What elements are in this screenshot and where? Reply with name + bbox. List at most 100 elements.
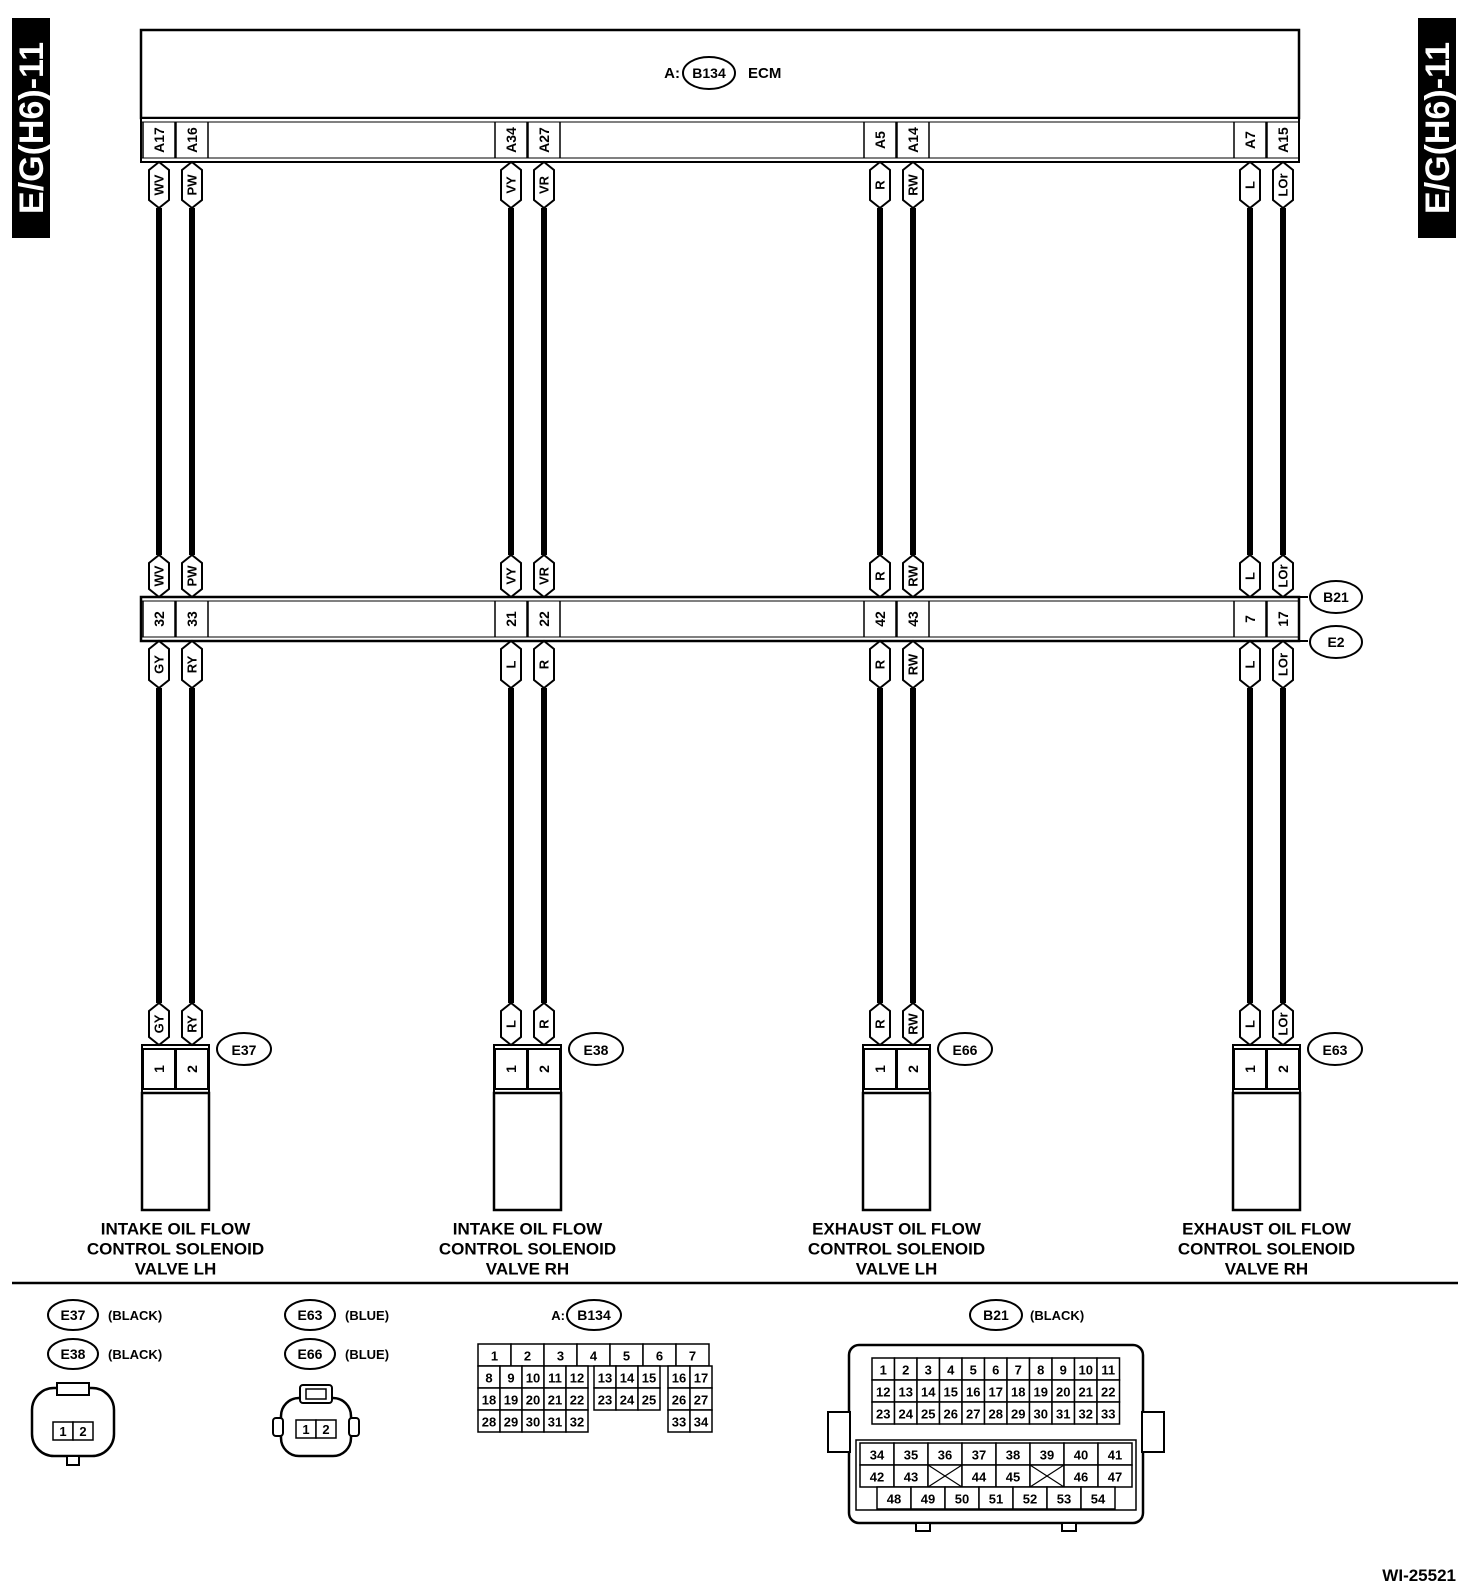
ecm-wire-color-tag-text: RW <box>906 174 921 196</box>
e2-wire-color-tag: GY <box>148 639 170 690</box>
ecm-wire-color-tag: RW <box>902 160 924 210</box>
device-connector-oval <box>568 1032 624 1066</box>
device-connector-label: E37 <box>232 1042 257 1058</box>
ecm-wire-color-tag-text: L <box>1243 181 1258 189</box>
legend-e63-label: E63 <box>298 1307 323 1323</box>
b21-face-pin: 7 <box>1015 1363 1022 1378</box>
b21-face-pin: 29 <box>1011 1407 1025 1422</box>
b21-face-pin: 13 <box>899 1385 913 1400</box>
device-wire-color-tag-text: R <box>873 1019 888 1029</box>
b21-face-pin: 26 <box>944 1407 958 1422</box>
e2-wire-color-tag: L <box>1239 639 1261 690</box>
b134-face-pin: 2 <box>524 1349 531 1364</box>
legend-b134-prefix: A: <box>551 1308 565 1323</box>
ecm-wire-color-tag: VR <box>533 160 555 210</box>
device-wire-color-tag-text: RW <box>906 1013 921 1035</box>
b134-face-pin: 18 <box>482 1393 496 1408</box>
device-pin-label: 2 <box>905 1065 921 1073</box>
connector-face-e63-e66: 1 2 <box>272 1384 360 1458</box>
device-pin-label: 1 <box>1242 1065 1258 1073</box>
b21-face-pin: 28 <box>989 1407 1003 1422</box>
b21-face-pin: 21 <box>1079 1385 1093 1400</box>
solenoid-valve-body <box>1231 1091 1302 1212</box>
b134-face-pin: 32 <box>570 1415 584 1430</box>
device-pin-label: 2 <box>536 1065 552 1073</box>
b21-face-pin: 48 <box>887 1492 901 1507</box>
b21-face-pin: 5 <box>970 1363 977 1378</box>
b21-face-pin: 49 <box>921 1492 935 1507</box>
b21-wire-color-tag-text: RW <box>906 565 921 587</box>
device-caption-line-3: VALVE RH <box>486 1260 569 1279</box>
b21-connector-oval <box>1309 580 1363 614</box>
device-caption-line-1: EXHAUST OIL FLOW <box>1182 1220 1352 1239</box>
b21-face-pin: 41 <box>1108 1448 1122 1463</box>
b21-wire-color-tag-text: VR <box>537 566 552 585</box>
figure-id: WI-25521 <box>1382 1566 1456 1585</box>
b21-wire-color-tag: R <box>869 553 891 599</box>
b21-wire-color-tag: WV <box>148 553 170 599</box>
b21-face-pin: 36 <box>938 1448 952 1463</box>
ecm-wire-color-tag-text: LOr <box>1276 173 1291 196</box>
b21-face-pin: 22 <box>1101 1385 1115 1400</box>
b21-wire-color-tag: VY <box>500 553 522 599</box>
ecm-wire-color-tag: LOr <box>1272 160 1294 210</box>
b21-wire-color-tag: RW <box>902 553 924 599</box>
device-connector-oval <box>216 1032 272 1066</box>
b21-face-pin: 31 <box>1056 1407 1070 1422</box>
b21-wire-color-tag-text: PW <box>185 565 200 587</box>
b134-face-pin: 34 <box>694 1415 709 1430</box>
b134-face-pin: 9 <box>507 1371 514 1386</box>
b21-face-pin: 38 <box>1006 1448 1020 1463</box>
b21-pin-label: 33 <box>184 611 200 627</box>
ecm-connector-oval <box>682 56 736 90</box>
b134-face-pin: 3 <box>557 1349 564 1364</box>
ecm-pin-label: A14 <box>905 127 921 153</box>
e2-wire-color-tag-text: LOr <box>1276 653 1291 676</box>
ecm-connector-label: B134 <box>692 65 726 81</box>
device-wire-color-tag-text: R <box>537 1019 552 1029</box>
device-connector-label: E66 <box>953 1042 978 1058</box>
b21-face-pin: 12 <box>876 1385 890 1400</box>
connector-face-e37-e38: 1 2 <box>30 1382 116 1466</box>
device-caption-line-1: EXHAUST OIL FLOW <box>812 1220 982 1239</box>
ecm-wire-color-tag: PW <box>181 160 203 210</box>
device-wire-color-tag: RY <box>181 1001 203 1047</box>
b134-face-pin: 14 <box>620 1371 635 1386</box>
solenoid-valve-body <box>492 1091 563 1212</box>
face-e37-pin-2: 2 <box>79 1424 86 1439</box>
b21-wire-color-tag-text: L <box>1243 572 1258 580</box>
solenoid-valve-body <box>140 1091 211 1212</box>
b21-face-pin: 8 <box>1037 1363 1044 1378</box>
b134-face-pin: 10 <box>526 1371 540 1386</box>
b21-face-pin: 33 <box>1101 1407 1115 1422</box>
b21-face-pin: 46 <box>1074 1470 1088 1485</box>
device-caption-line-2: CONTROL SOLENOID <box>87 1240 264 1259</box>
b21-face-pin: 25 <box>921 1407 935 1422</box>
b21-face-pin: 3 <box>925 1363 932 1378</box>
b134-face-pin: 7 <box>689 1349 696 1364</box>
face-e63-pin-1: 1 <box>302 1422 309 1437</box>
e2-wire-color-tag-text: RY <box>185 655 200 673</box>
e2-wire-color-tag: R <box>533 639 555 690</box>
device-caption-line-1: INTAKE OIL FLOW <box>453 1220 603 1239</box>
device-caption-line-2: CONTROL SOLENOID <box>1178 1240 1355 1259</box>
e2-wire-color-tag-text: R <box>873 659 888 669</box>
device-wire-color-tag-text: L <box>504 1020 519 1028</box>
b21-wire-color-tag-text: VY <box>504 567 519 585</box>
b21-face-pin: 43 <box>904 1470 918 1485</box>
device-wire-color-tag-text: RY <box>185 1015 200 1033</box>
b21-pin-label: 43 <box>905 611 921 627</box>
b21-face-pin: 40 <box>1074 1448 1088 1463</box>
b21-face-pin: 15 <box>944 1385 958 1400</box>
e2-wire-color-tag: LOr <box>1272 639 1294 690</box>
b21-pin-label: 22 <box>536 611 552 627</box>
